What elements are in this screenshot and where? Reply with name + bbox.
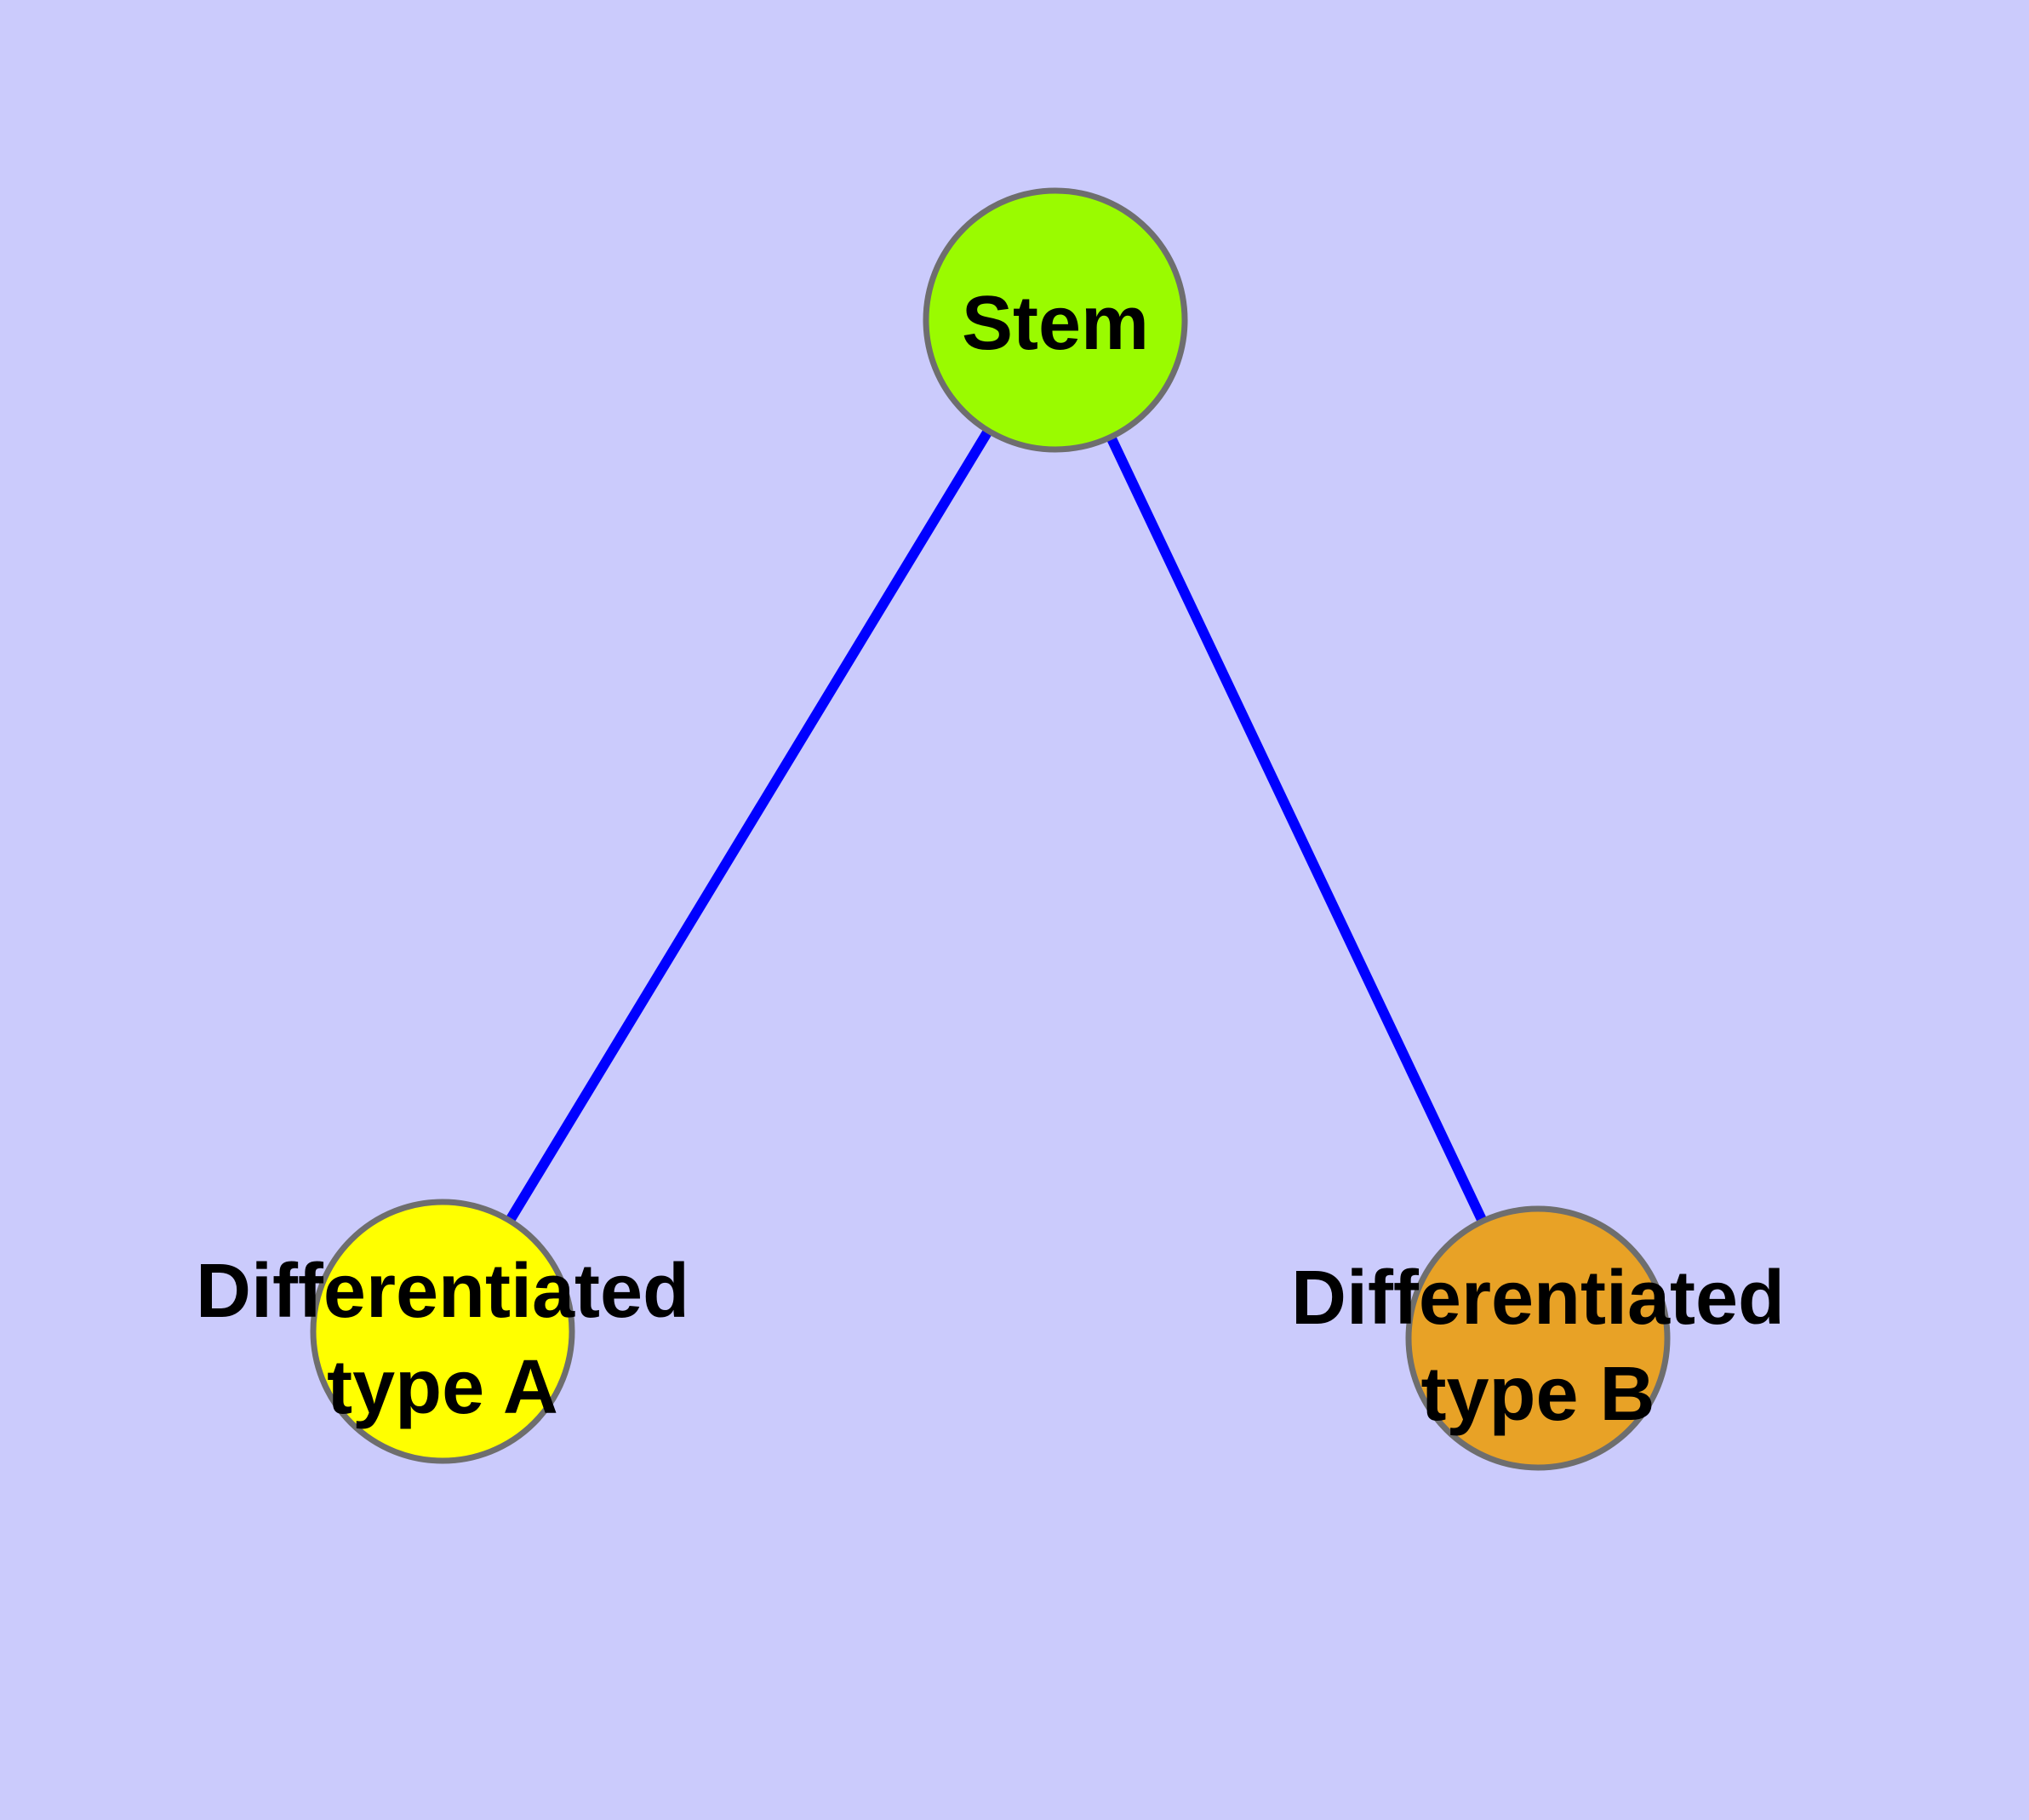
edge-stem-to-type-a — [437, 317, 1060, 1335]
node-stem-label: Stem — [962, 281, 1149, 366]
node-differentiated-type-a — [310, 1199, 575, 1464]
edge-stem-to-type-b — [1050, 318, 1543, 1341]
node-type-a-label-line2: type A — [327, 1345, 558, 1430]
node-type-b-label-line2: type B — [1420, 1352, 1655, 1437]
node-differentiated-type-b — [1405, 1205, 1671, 1471]
node-type-b-label-line1: Differentiated — [1291, 1256, 1785, 1341]
node-type-a-label-line1: Differentiated — [196, 1249, 689, 1334]
node-stem — [923, 187, 1188, 453]
